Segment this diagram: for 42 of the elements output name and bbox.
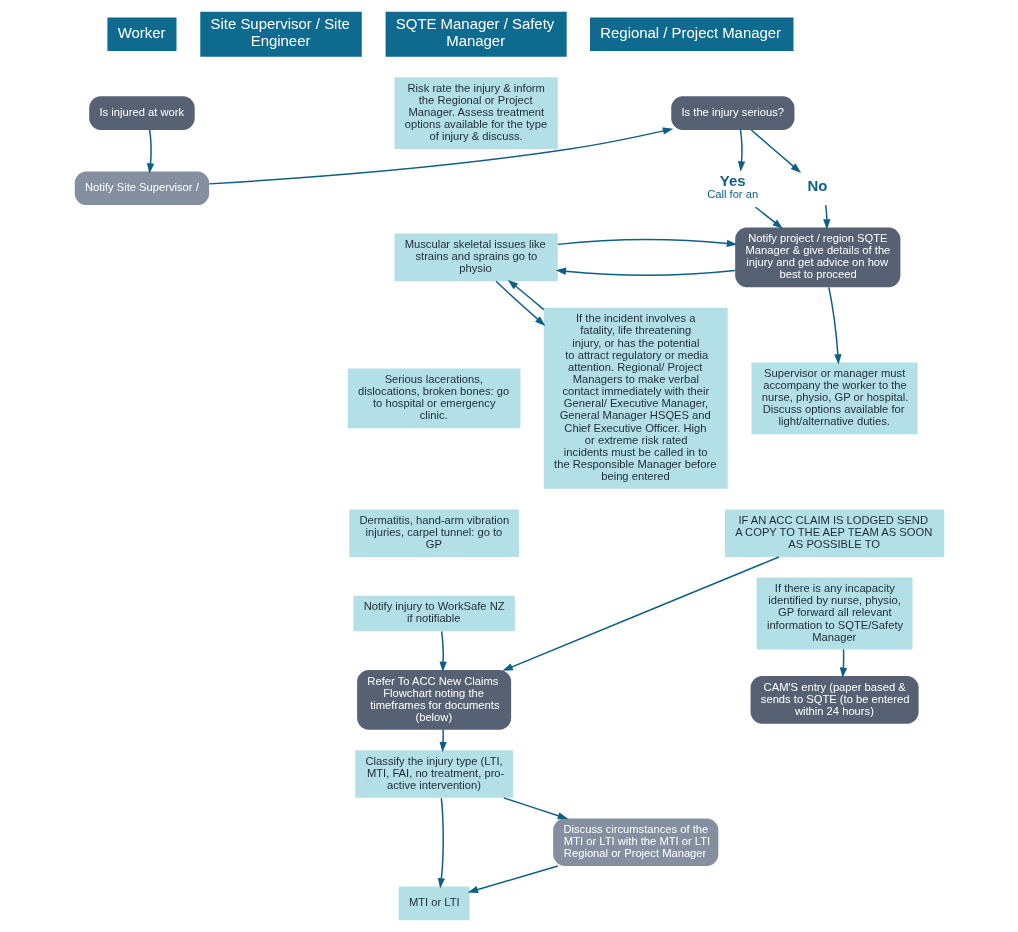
node-box: If the incident involves a fatality, life threatening injury, or has the potential to attract regulatory or media attention. Regional/ Project Managers to make verbal contact immediately with their General/ Executive Manager, General Manager HSQES and Chief Executive Officer. High or extreme risk rated incidents must be called in to the Responsible Manager before being entered [543,307,728,489]
node-box: Discuss circumstances of the MTI or LTI with the MTI or LTI Regional or Project Manager [552,818,718,866]
node-box: If there is any incapacity identified by nurse, physio, GP forward all relevant information to SQTE/Safety Manager [756,577,913,650]
node-box: CAM'S entry (paper based & sends to SQTE (to be entered within 24 hours) [750,676,919,724]
node-box: Supervisor or manager must accompany the worker to the nurse, physio, GP or hospital. Discuss options available for light/alternative duties. [751,362,918,435]
arrow [556,238,737,248]
arrow [750,129,801,173]
node-box: Regional / Project Manager [589,17,793,52]
arrow [737,129,745,172]
arrow [146,129,154,174]
arrow [822,204,831,230]
node-box: Refer To ACC New Claims Flowchart noting the timeframes for documents (below) [356,669,511,730]
arrow [501,556,780,671]
node-box: Classify the injury type (LTI, MTI, FAI, no treatment, pro-active intervention) [354,750,513,798]
arrow [494,280,545,326]
node-box: MTI or LTI [398,886,470,921]
arrow [502,797,568,820]
arrow [439,729,447,753]
arrow [839,648,847,679]
arrow [208,127,673,185]
node-box: Notify injury to WorkSafe NZ if notifiable [352,595,515,632]
node-box: Dermatitis, hand-arm vibration injuries, carpel tunnel: go to GP [348,509,519,557]
node-box: SQTE Manager / Safety Manager [385,11,567,57]
node-box: Risk rate the injury & inform the Regional or Project Manager. Assess treatment options available for the type of injury & discuss. [393,77,558,150]
node-box: Is the injury serious? [670,96,794,130]
node-box: Serious lacerations, dislocations, broken bones: go to hospital or emergency clinic. [347,368,520,429]
node-box: Muscular skeletal issues like strains and sprains go to physio [393,233,558,282]
node-box: Is injured at work [88,96,195,130]
arrow [467,865,559,894]
arrow [555,267,736,276]
node-box: Notify Site Supervisor / [74,171,209,206]
node-box: IF AN ACC CLAIM IS LODGED SEND A COPY TO THE AEP TEAM AS SOON AS POSSIBLE TO [724,509,944,557]
node-text: Yes Call for an [706,172,758,201]
arrow [827,286,842,365]
arrow [507,279,545,311]
node-box: Worker [106,17,176,52]
node-box: Site Supervisor / Site Engineer [199,11,362,57]
node-box: Notify project / region SQTE Manager & give details of the injury and get advice on how best to proceed [734,227,900,288]
arrow [437,797,445,889]
node-text: No [807,176,827,194]
arrow [754,206,783,229]
arrow [439,630,447,673]
